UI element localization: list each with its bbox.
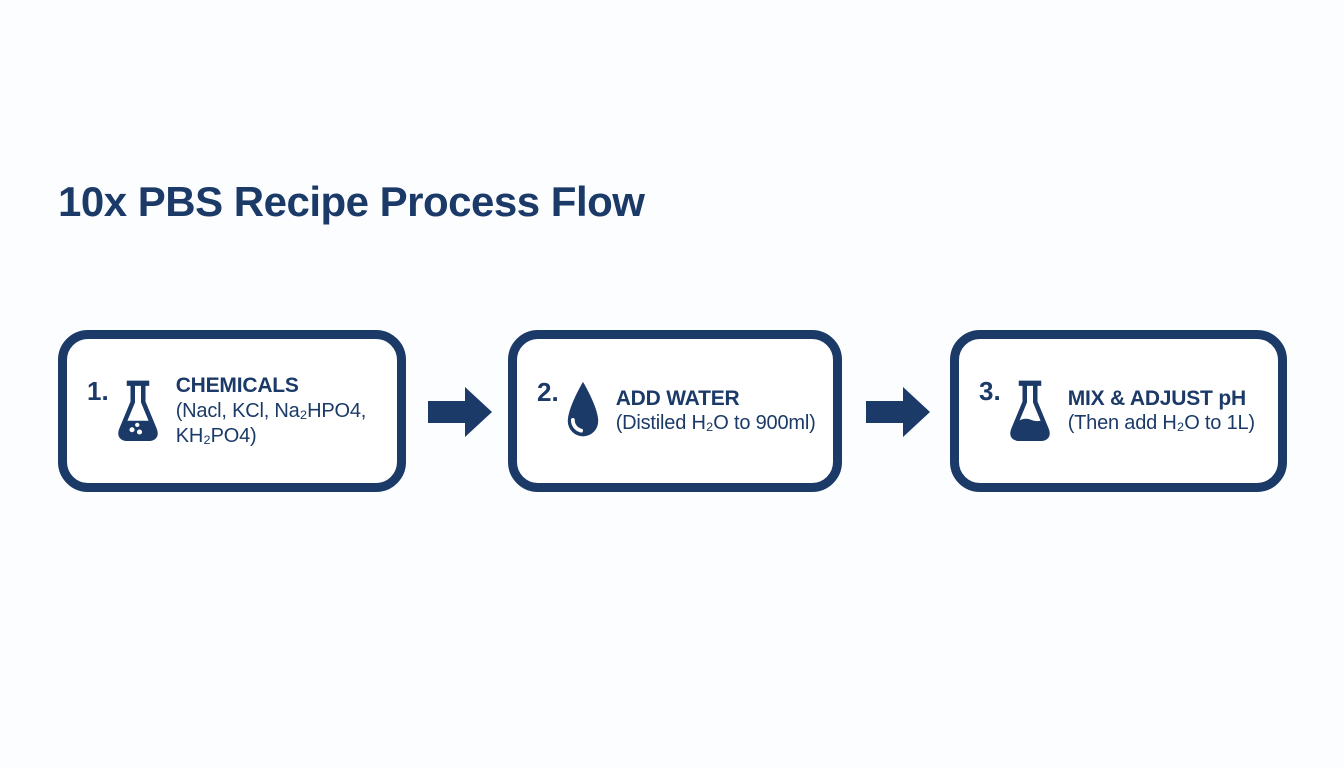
step-number: 2. bbox=[537, 377, 559, 407]
arrow-right-icon bbox=[428, 387, 492, 437]
step-number: 3. bbox=[979, 376, 1001, 406]
page-title: 10x PBS Recipe Process Flow bbox=[58, 178, 645, 226]
water-drop-icon bbox=[567, 381, 598, 437]
step-3-icon-group: 3. bbox=[979, 378, 1054, 444]
step-subtitle: (Nacl, KCl, Na₂HPO4, KH₂PO4) bbox=[175, 399, 367, 449]
step-subtitle-line: KH₂PO4) bbox=[175, 424, 257, 447]
arrow-right-icon bbox=[866, 387, 930, 437]
step-box-mix-adjust-ph: 3. MIX & ADJUST pH (Then add H₂O to 1L) bbox=[950, 330, 1287, 492]
step-2-text: ADD WATER (Distiled H₂O to 900ml) bbox=[616, 386, 816, 436]
step-1-icon-group: 1. bbox=[87, 378, 162, 444]
flask-liquid-icon bbox=[1009, 380, 1050, 441]
step-subtitle-line: (Distiled H₂O to 900ml) bbox=[615, 412, 816, 435]
step-3-text: MIX & ADJUST pH (Then add H₂O to 1L) bbox=[1068, 386, 1255, 436]
step-subtitle: (Distiled H₂O to 900ml) bbox=[616, 411, 816, 436]
step-subtitle: (Then add H₂O to 1L) bbox=[1068, 411, 1255, 436]
step-box-add-water: 2. ADD WATER (Distiled H₂O to 900ml) bbox=[508, 330, 842, 492]
step-box-chemicals: 1. CHEMICALS (Nacl, KCl, Na₂HPO4, KH₂PO4… bbox=[58, 330, 406, 492]
step-title: CHEMICALS bbox=[175, 374, 299, 398]
step-subtitle-line: (Nacl, KCl, Na₂HPO4, bbox=[175, 399, 367, 422]
flask-bubbles-icon bbox=[117, 380, 158, 441]
step-subtitle-line: (Then add H₂O to 1L) bbox=[1067, 412, 1255, 435]
step-title: ADD WATER bbox=[615, 386, 740, 410]
step-number: 1. bbox=[87, 376, 109, 406]
step-2-icon-group: 2. bbox=[537, 379, 602, 443]
step-title: MIX & ADJUST pH bbox=[1067, 386, 1246, 410]
step-1-text: CHEMICALS (Nacl, KCl, Na₂HPO4, KH₂PO4) bbox=[175, 373, 367, 449]
